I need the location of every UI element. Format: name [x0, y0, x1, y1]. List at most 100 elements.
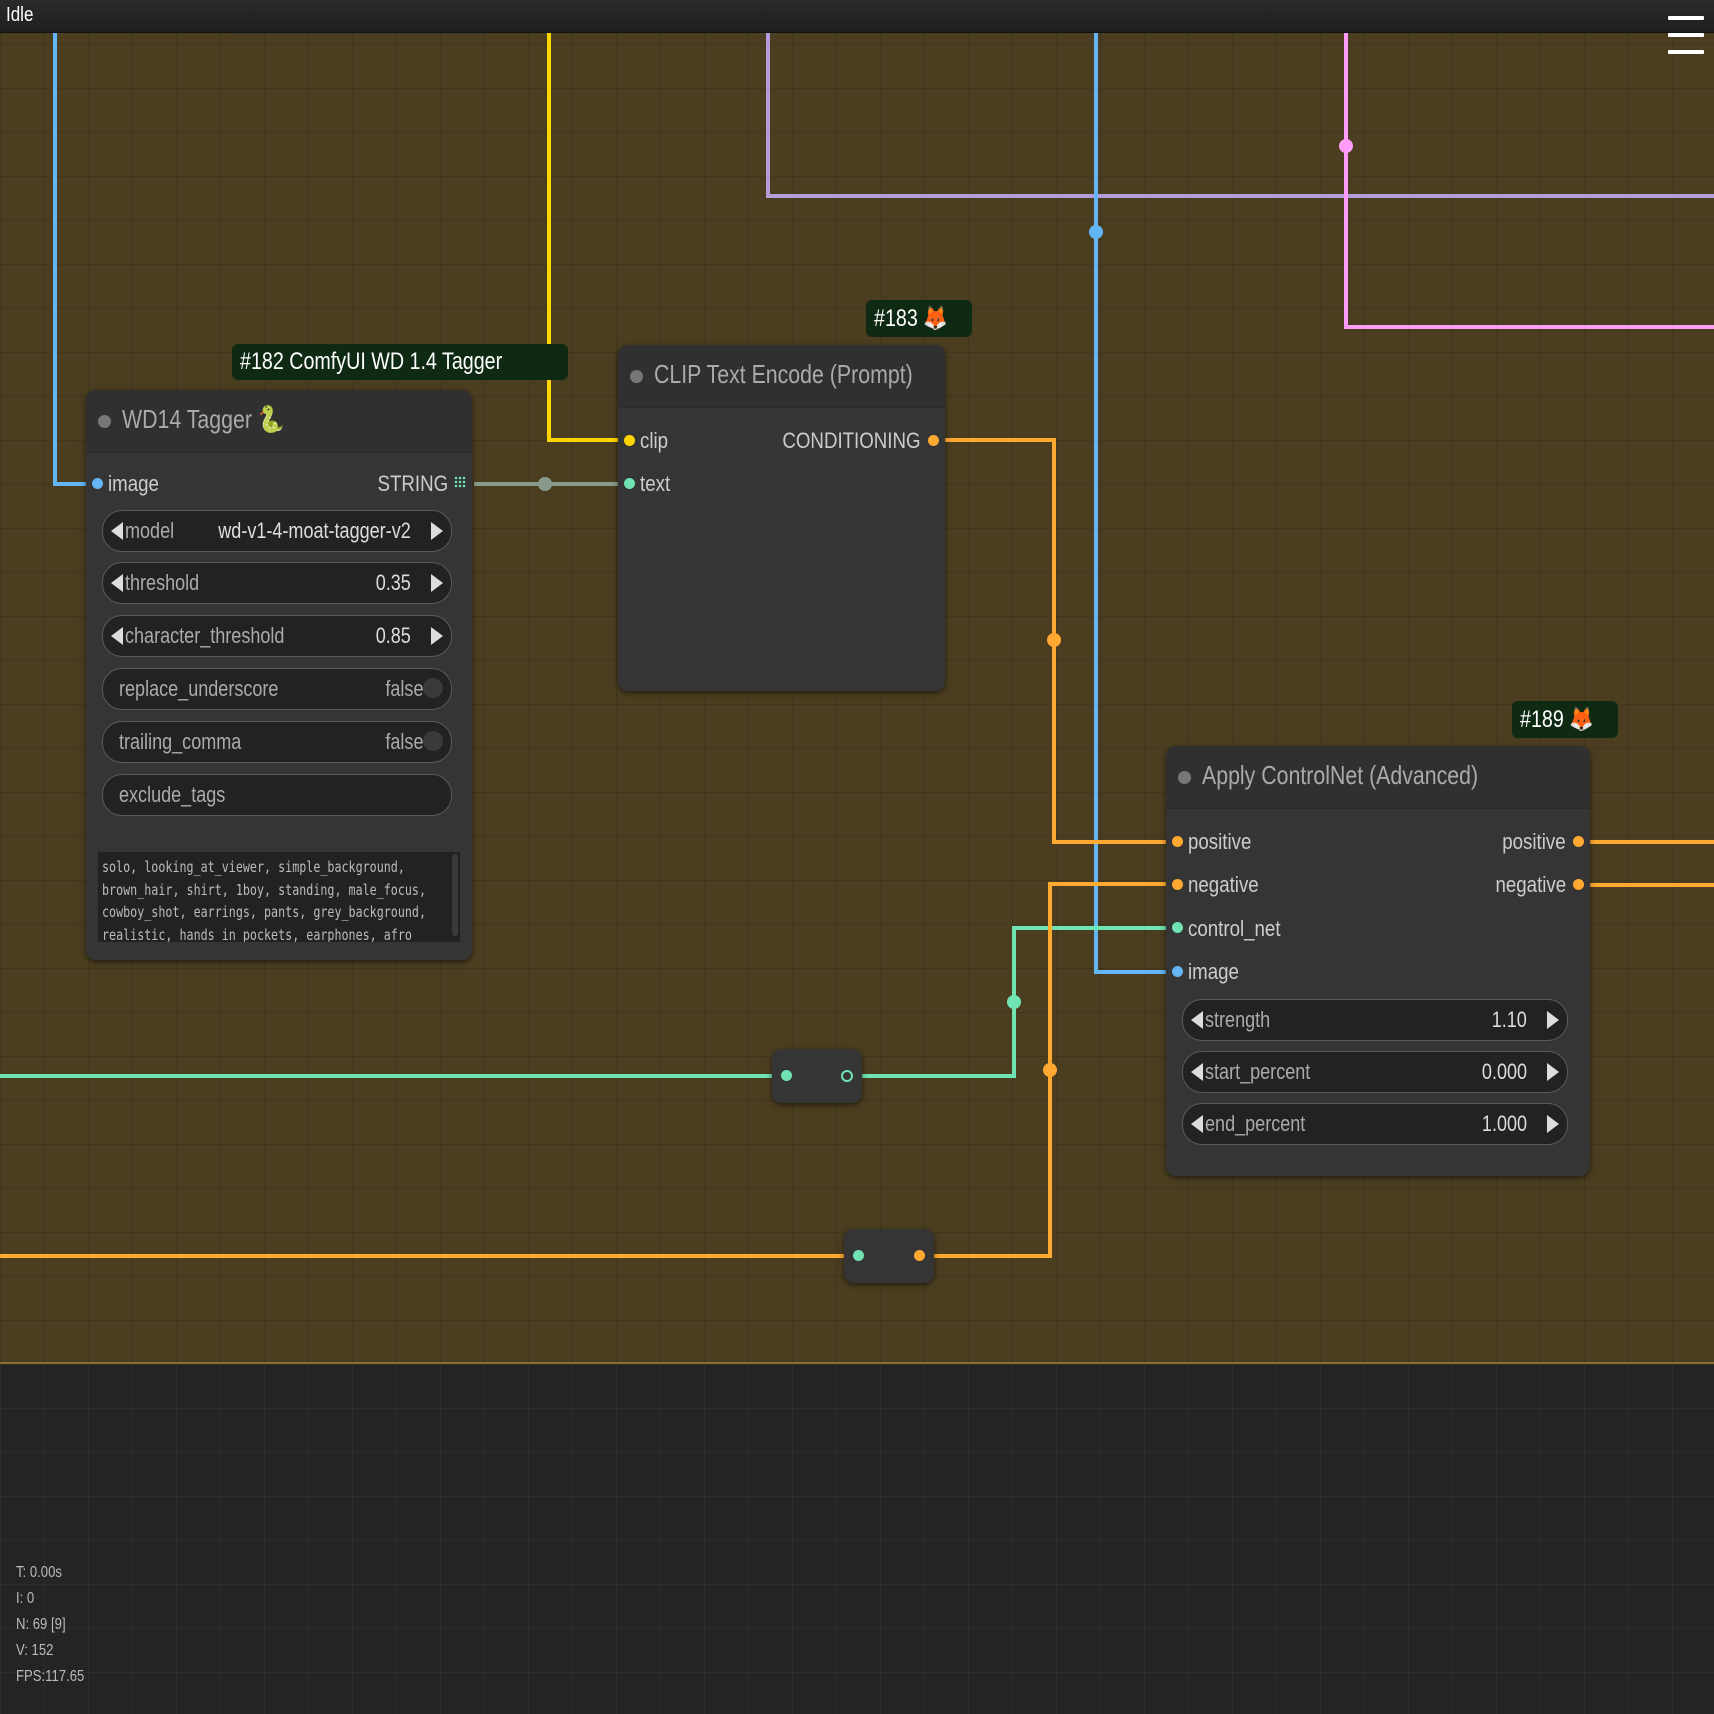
widget-strength-value: 1.10	[1491, 1007, 1527, 1032]
widget-strength-label: strength	[1205, 1007, 1271, 1032]
input-port-text[interactable]	[624, 478, 635, 489]
reroute-output-port[interactable]	[841, 1070, 853, 1082]
decrement-arrow-icon[interactable]	[1191, 1063, 1203, 1081]
toggle-knob-icon[interactable]	[423, 731, 443, 751]
input-port-positive[interactable]	[1172, 836, 1183, 847]
widget-strength[interactable]: strength 1.10	[1182, 999, 1568, 1041]
wire-midpoint	[1047, 633, 1061, 647]
toggle-trailing-comma[interactable]: trailing_comma false	[102, 721, 452, 763]
increment-arrow-icon[interactable]	[1547, 1115, 1559, 1133]
controlnet-node-badge: #189 🦊	[1512, 701, 1618, 738]
stat-fps: FPS:117.65	[16, 1668, 85, 1685]
reroute-node-conditioning[interactable]	[844, 1229, 934, 1283]
reroute-node-control-net[interactable]	[772, 1049, 862, 1103]
stat-v: V: 152	[16, 1642, 54, 1659]
wd14-node-title-bar[interactable]: WD14 Tagger 🐍	[86, 390, 472, 453]
clip-text-encode-node[interactable]: CLIP Text Encode (Prompt) clip text COND…	[618, 345, 945, 691]
stat-time: T: 0.00s	[16, 1564, 62, 1581]
collapse-dot-icon[interactable]	[1178, 771, 1191, 784]
reroute-input-port[interactable]	[781, 1070, 792, 1081]
clip-node-title: CLIP Text Encode (Prompt)	[654, 359, 913, 389]
widget-end-percent-label: end_percent	[1205, 1111, 1306, 1136]
tags-output-textarea[interactable]: solo, looking_at_viewer, simple_backgrou…	[98, 852, 460, 942]
widget-model-label: model	[125, 518, 175, 543]
empty-canvas-area[interactable]	[0, 1364, 1714, 1714]
input-label-positive: positive	[1188, 829, 1252, 854]
input-label-clip: clip	[640, 428, 669, 453]
wd14-tagger-node[interactable]: WD14 Tagger 🐍 image STRING model wd-v1-4…	[86, 390, 472, 960]
clip-node-title-bar[interactable]: CLIP Text Encode (Prompt)	[618, 345, 945, 408]
collapse-dot-icon[interactable]	[630, 370, 643, 383]
apply-controlnet-node[interactable]: Apply ControlNet (Advanced) positive neg…	[1166, 746, 1590, 1176]
widget-start-percent-label: start_percent	[1205, 1059, 1311, 1084]
clip-node-badge: #183 🦊	[866, 300, 972, 337]
toggle-knob-icon[interactable]	[423, 678, 443, 698]
output-label-negative: negative	[1495, 872, 1566, 897]
toggle-trailing-comma-label: trailing_comma	[119, 729, 242, 754]
image-wire-wd14	[53, 32, 94, 486]
input-port-image[interactable]	[92, 478, 103, 489]
tags-output-text: solo, looking_at_viewer, simple_backgrou…	[102, 858, 427, 942]
increment-arrow-icon[interactable]	[1547, 1063, 1559, 1081]
widget-threshold-label: threshold	[125, 570, 200, 595]
output-label-conditioning: CONDITIONING	[782, 428, 921, 453]
output-label-string: STRING	[377, 471, 448, 496]
increment-arrow-icon[interactable]	[431, 574, 443, 592]
controlnet-node-title-bar[interactable]: Apply ControlNet (Advanced)	[1166, 746, 1590, 809]
input-port-control-net[interactable]	[1172, 922, 1183, 933]
stat-i: I: 0	[16, 1590, 35, 1607]
widget-threshold[interactable]: threshold 0.35	[102, 562, 452, 604]
render-stats: T: 0.00s I: 0 N: 69 [9] V: 152 FPS:117.6…	[16, 1560, 99, 1690]
widget-threshold-value: 0.35	[375, 570, 411, 595]
input-port-image[interactable]	[1172, 966, 1183, 977]
wire-midpoint	[1339, 139, 1353, 153]
widget-end-percent[interactable]: end_percent 1.000	[1182, 1103, 1568, 1145]
input-label-text: text	[640, 471, 671, 496]
reroute-output-port[interactable]	[914, 1250, 925, 1261]
toggle-replace-underscore-value: false	[384, 676, 423, 701]
wd14-node-badge: #182 ComfyUI WD 1.4 Tagger	[232, 344, 568, 380]
toggle-replace-underscore[interactable]: replace_underscore false	[102, 668, 452, 710]
widget-end-percent-value: 1.000	[1481, 1111, 1527, 1136]
controlnet-node-title: Apply ControlNet (Advanced)	[1202, 760, 1479, 790]
text-widget-exclude-tags[interactable]: exclude_tags	[102, 774, 452, 816]
input-port-clip[interactable]	[624, 435, 635, 446]
increment-arrow-icon[interactable]	[1547, 1011, 1559, 1029]
widget-character-threshold[interactable]: character_threshold 0.85	[102, 615, 452, 657]
increment-arrow-icon[interactable]	[431, 522, 443, 540]
top-status-bar: Idle	[0, 0, 1714, 33]
widget-character-threshold-value: 0.85	[375, 623, 411, 648]
output-port-conditioning[interactable]	[928, 435, 939, 446]
widget-start-percent[interactable]: start_percent 0.000	[1182, 1051, 1568, 1093]
decrement-arrow-icon[interactable]	[1191, 1115, 1203, 1133]
output-label-positive: positive	[1502, 829, 1566, 854]
collapse-dot-icon[interactable]	[98, 415, 111, 428]
wire-midpoint	[1043, 1063, 1057, 1077]
toggle-replace-underscore-label: replace_underscore	[119, 676, 279, 701]
decrement-arrow-icon[interactable]	[111, 574, 123, 592]
clip-wire	[547, 32, 628, 442]
wire-midpoint	[1007, 995, 1021, 1009]
wd14-node-title: WD14 Tagger 🐍	[122, 404, 285, 434]
queue-status-text: Idle	[6, 4, 34, 26]
widget-model[interactable]: model wd-v1-4-moat-tagger-v2	[102, 510, 452, 552]
output-port-string-grid-icon[interactable]	[454, 476, 466, 488]
hamburger-menu-icon[interactable]	[1668, 16, 1704, 72]
reroute-input-port[interactable]	[853, 1250, 864, 1261]
input-port-negative[interactable]	[1172, 879, 1183, 890]
widget-model-value: wd-v1-4-moat-tagger-v2	[218, 518, 411, 543]
increment-arrow-icon[interactable]	[431, 627, 443, 645]
text-widget-exclude-tags-label: exclude_tags	[119, 782, 226, 807]
decrement-arrow-icon[interactable]	[1191, 1011, 1203, 1029]
decrement-arrow-icon[interactable]	[111, 522, 123, 540]
decrement-arrow-icon[interactable]	[111, 627, 123, 645]
textarea-scrollbar[interactable]	[452, 854, 458, 936]
group-border	[0, 1362, 1714, 1364]
output-port-negative[interactable]	[1573, 879, 1584, 890]
wire-midpoint	[538, 477, 552, 491]
output-port-positive[interactable]	[1573, 836, 1584, 847]
input-label-image: image	[1188, 959, 1239, 984]
input-label-image: image	[108, 471, 159, 496]
